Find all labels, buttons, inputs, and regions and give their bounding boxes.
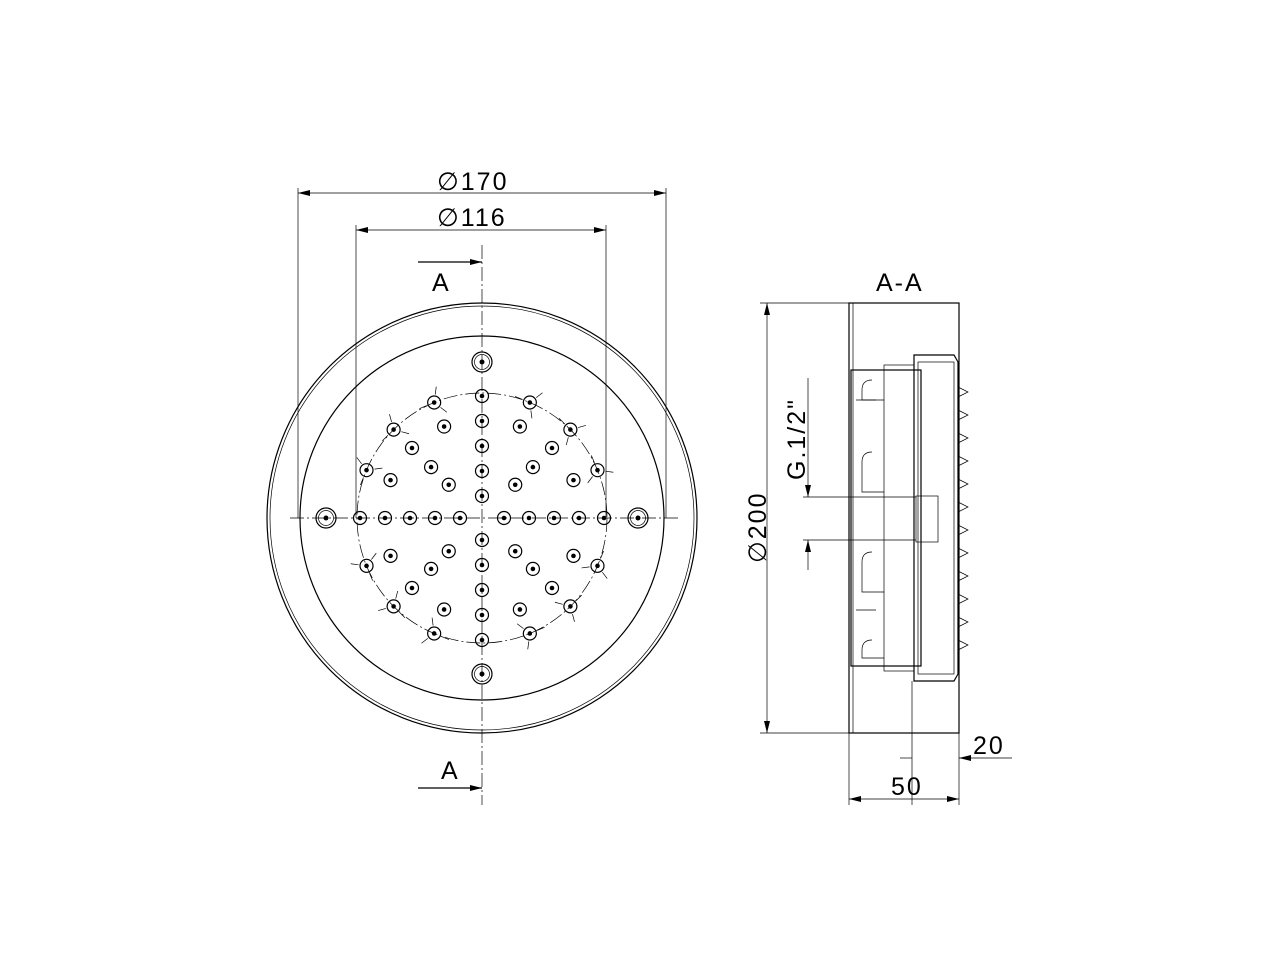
nozzle [525,459,541,475]
angled-nozzle [378,590,406,618]
nozzle-fin [957,524,969,536]
nozzle [474,632,490,648]
nozzle-fins [957,386,969,651]
dimension-label-50: 50 [891,773,923,801]
nozzle [383,548,398,563]
section-label-bottom: A [441,757,460,785]
nozzle [546,510,562,526]
nozzle [544,580,560,596]
dimension-label-116: ∅116 [437,204,507,232]
nozzle [437,419,452,434]
connector-thread [915,495,939,543]
nozzle [566,548,581,563]
nozzle [437,602,452,617]
nozzle [596,510,612,526]
nozzle [452,510,468,526]
angled-nozzle [516,623,545,650]
nozzle [404,580,420,596]
dimension-label-20: 20 [973,732,1005,760]
nozzle [474,557,490,573]
nozzle [474,532,490,548]
angled-nozzle [421,617,450,644]
nozzle [508,544,523,559]
nozzle-fin [957,386,969,398]
nozzle-fin [957,547,969,559]
nozzle [377,510,393,526]
angled-nozzle [581,550,608,579]
screw-hole [471,351,493,373]
angled-nozzle [356,457,383,486]
nozzle [441,477,456,492]
nozzle [474,488,490,504]
nozzle-fin [957,570,969,582]
nozzle [423,459,439,475]
section-label-top: A [432,269,451,297]
nozzle [474,582,490,598]
spray-plate-housing [913,354,959,682]
nozzle [571,510,587,526]
nozzle [474,413,490,429]
body-outline [848,302,960,734]
angled-nozzle [350,552,377,581]
screw-hole [471,663,493,685]
screw-hole [315,507,337,529]
nozzle [423,561,439,577]
nozzle [404,440,420,456]
angled-nozzle [587,455,614,484]
nozzle [474,463,490,479]
nozzle [427,510,443,526]
nozzle [474,438,490,454]
nozzle-fin [957,616,969,628]
nozzle-fin [957,432,969,444]
angled-nozzle [558,418,586,446]
angled-nozzle [514,392,543,419]
angled-nozzle [419,386,448,413]
angled-nozzle [382,414,410,442]
nozzle [566,473,581,488]
nozzle-group [315,351,649,685]
nozzle-fin [957,478,969,490]
nozzle [544,440,560,456]
dimension-label-170: ∅170 [437,168,509,196]
nozzle [352,510,368,526]
nozzle [441,544,456,559]
inner-chambers [861,379,884,659]
nozzle-fin [957,501,969,513]
spray-plate-inner [917,361,955,675]
nozzle-fin [957,639,969,651]
nozzle-fin [957,593,969,605]
front-view: ∅170 ∅116 A A [266,168,698,805]
angled-nozzle [554,594,582,622]
section-view: A-A ∅200 G.1/2" 20 50 [744,269,1012,805]
nozzle [512,419,527,434]
nozzle [474,388,490,404]
section-title: A-A [876,269,924,297]
nozzle [525,561,541,577]
nozzle [496,510,512,526]
nozzle [512,602,527,617]
screw-hole [627,507,649,529]
nozzle [521,510,537,526]
nozzle-fin [957,409,969,421]
nozzle [402,510,418,526]
valve-body [883,364,915,672]
nozzle [383,473,398,488]
nozzle [508,477,523,492]
nozzle-fin [957,455,969,467]
dimension-label-thread: G.1/2" [783,398,811,480]
nozzle [474,607,490,623]
inner-housing [850,369,922,667]
dimension-label-200: ∅200 [744,492,772,564]
